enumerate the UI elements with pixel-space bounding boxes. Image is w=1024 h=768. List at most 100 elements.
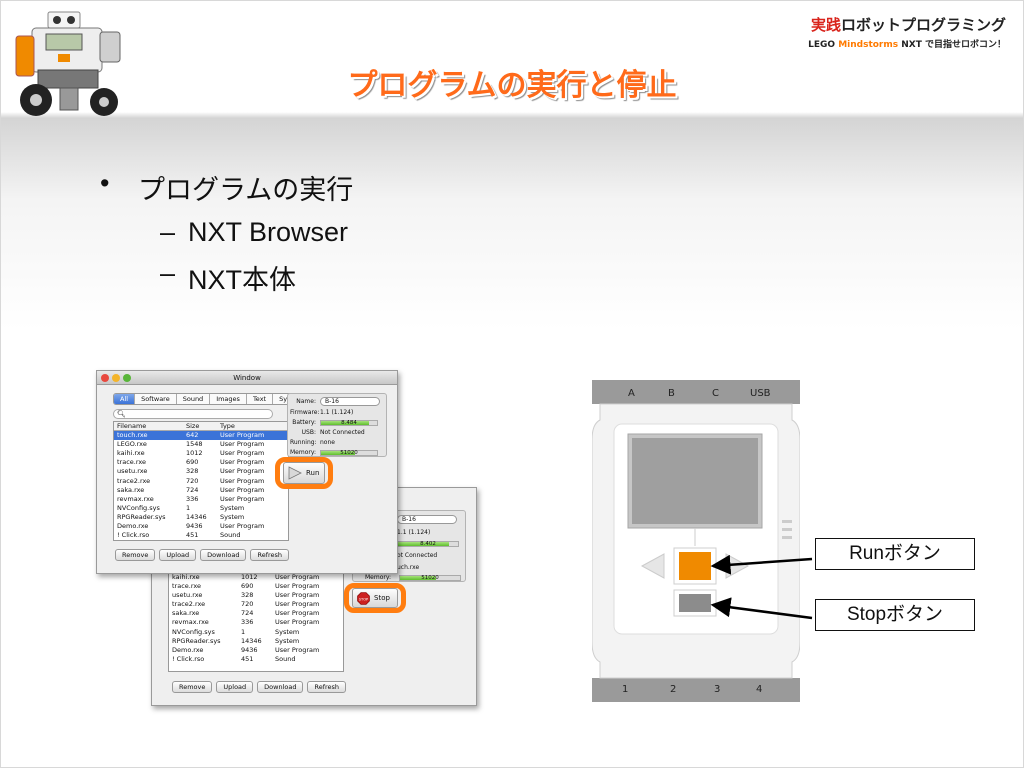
size-cell: 328	[186, 467, 199, 476]
usb-label: USB:	[301, 429, 316, 436]
stop-button[interactable]: STOP Stop	[352, 588, 398, 608]
size-cell: 14346	[241, 636, 262, 645]
tab-all[interactable]: All	[114, 394, 136, 404]
remove-button-back[interactable]: Remove	[172, 681, 213, 693]
size-cell: 451	[241, 654, 254, 663]
filename-cell: usetu.rxe	[172, 591, 203, 600]
filename-cell: NVConfig.sys	[172, 627, 215, 636]
stop-highlight-ring	[344, 583, 406, 613]
port-a-label: A	[628, 388, 635, 399]
type-cell: User Program	[275, 645, 320, 654]
type-cell: System	[220, 512, 245, 521]
column-header-size[interactable]: Size	[186, 422, 200, 430]
type-cell: User Program	[220, 476, 265, 485]
port-usb-label: USB	[750, 388, 771, 399]
tab-sound[interactable]: Sound	[177, 394, 211, 404]
port-3-label: 3	[714, 684, 720, 695]
left-arrow-button[interactable]	[640, 553, 665, 579]
filename-cell: ! Click.rso	[172, 654, 205, 663]
brand-logo: 実践ロボットプログラミング LEGO Mindstorms NXT で目指せロボ…	[808, 14, 1006, 50]
table-row[interactable]: ! Click.rso 451 Sound	[169, 655, 343, 664]
filename-cell: RPGReader.sys	[117, 512, 166, 521]
refresh-button-back[interactable]: Refresh	[307, 681, 347, 693]
upload-button-back[interactable]: Upload	[216, 681, 254, 693]
window-titlebar: Window	[97, 371, 397, 385]
size-cell: 9436	[186, 522, 203, 531]
filename-cell: revmax.rxe	[172, 618, 209, 627]
zoom-window-button[interactable]	[123, 374, 131, 382]
type-cell: Sound	[275, 654, 296, 663]
bullet-dash: –	[160, 258, 176, 288]
type-cell: User Program	[275, 582, 320, 591]
bullet-dash: –	[160, 217, 176, 247]
running-value-back: uch.rxe	[397, 564, 420, 571]
filename-cell: touch.rxe	[117, 431, 148, 440]
download-button[interactable]: Download	[200, 549, 247, 561]
filename-cell: Demo.rxe	[117, 522, 149, 531]
type-cell: System	[275, 627, 300, 636]
info-panel: Name:B-16 Firmware:1.1 (1.124) Battery:8…	[287, 393, 387, 457]
refresh-button[interactable]: Refresh	[250, 549, 290, 561]
column-header-type[interactable]: Type	[220, 422, 235, 430]
name-field[interactable]: B-16	[320, 397, 380, 406]
close-window-button[interactable]	[101, 374, 109, 382]
name-field-back[interactable]: B-16	[397, 515, 457, 524]
firmware-label: Firmware:	[290, 409, 320, 416]
filename-cell: trace.rxe	[172, 582, 201, 591]
tab-text[interactable]: Text	[247, 394, 274, 404]
tab-software[interactable]: Software	[135, 394, 177, 404]
nxt-stop-button[interactable]	[679, 594, 711, 612]
remove-button[interactable]: Remove	[115, 549, 156, 561]
download-button-back[interactable]: Download	[257, 681, 304, 693]
table-row[interactable]: trace2.rxe 720 User Program	[114, 477, 288, 486]
top-port-strip	[592, 380, 800, 404]
name-label: Name:	[296, 398, 316, 405]
tab-images[interactable]: Images	[210, 394, 247, 404]
search-input[interactable]: magnifier-glyph🔍︎	[113, 409, 273, 419]
column-header-filename[interactable]: Filename	[117, 422, 147, 430]
minimize-window-button[interactable]	[112, 374, 120, 382]
bullet-sub-2-text: NXT本体	[188, 265, 296, 295]
upload-button[interactable]: Upload	[159, 549, 197, 561]
nxt-brick: A B C USB 1 2 3 4	[592, 380, 800, 702]
nxt-run-button[interactable]	[679, 552, 711, 580]
speaker-slot	[782, 536, 792, 539]
nxt-robot-logo	[15, 11, 121, 116]
brand-mindstorms: Mindstorms	[838, 40, 899, 50]
filename-cell: trace2.rxe	[117, 476, 151, 485]
type-cell: User Program	[220, 449, 265, 458]
port-2-label: 2	[670, 684, 676, 695]
type-cell: User Program	[220, 522, 265, 531]
bottom-port-strip	[592, 678, 800, 702]
size-cell: 328	[241, 591, 254, 600]
table-row[interactable]: Demo.rxe 9436 User Program	[114, 522, 288, 531]
run-button[interactable]: Run	[283, 462, 325, 484]
running-value: none	[320, 439, 335, 446]
filename-cell: revmax.rxe	[117, 494, 154, 503]
size-cell: 720	[186, 476, 199, 485]
filename-cell: RPGReader.sys	[172, 636, 221, 645]
type-cell: User Program	[275, 600, 320, 609]
bullet-sub-1-text: NXT Browser	[188, 217, 349, 247]
